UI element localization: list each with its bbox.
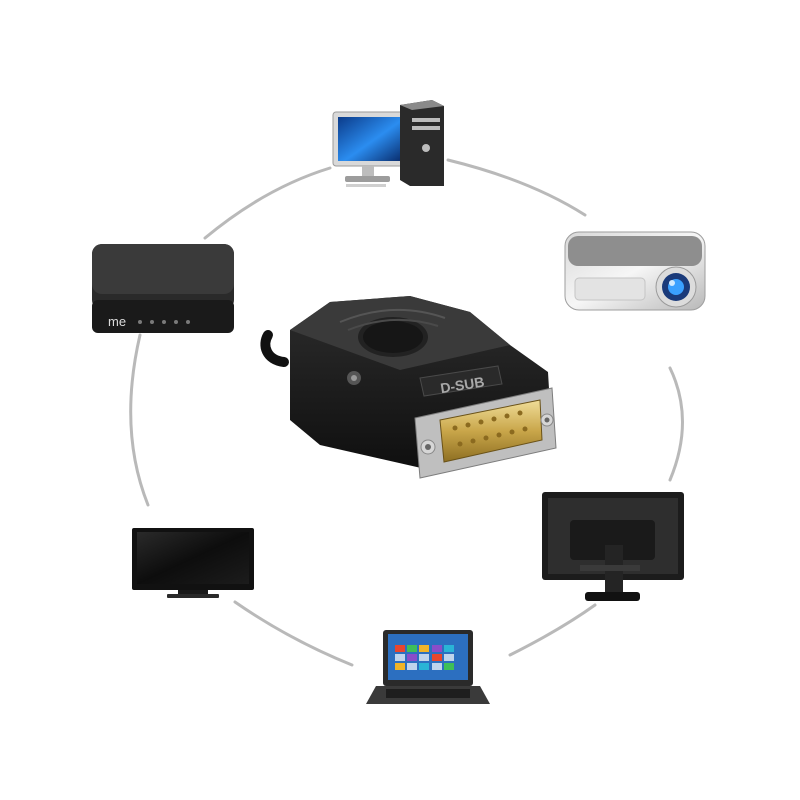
connector-label: D-SUB	[439, 373, 485, 396]
laptop-icon	[366, 630, 490, 704]
projector-icon	[564, 231, 706, 311]
tv-icon	[132, 528, 254, 598]
db15-connector-icon: D-SUB	[260, 296, 557, 479]
desktop-computer-icon	[332, 100, 444, 187]
router-brand: me	[108, 314, 126, 329]
connection-ring	[129, 158, 684, 667]
router-box-icon: me	[92, 244, 234, 333]
monitor-back-icon	[542, 492, 684, 601]
